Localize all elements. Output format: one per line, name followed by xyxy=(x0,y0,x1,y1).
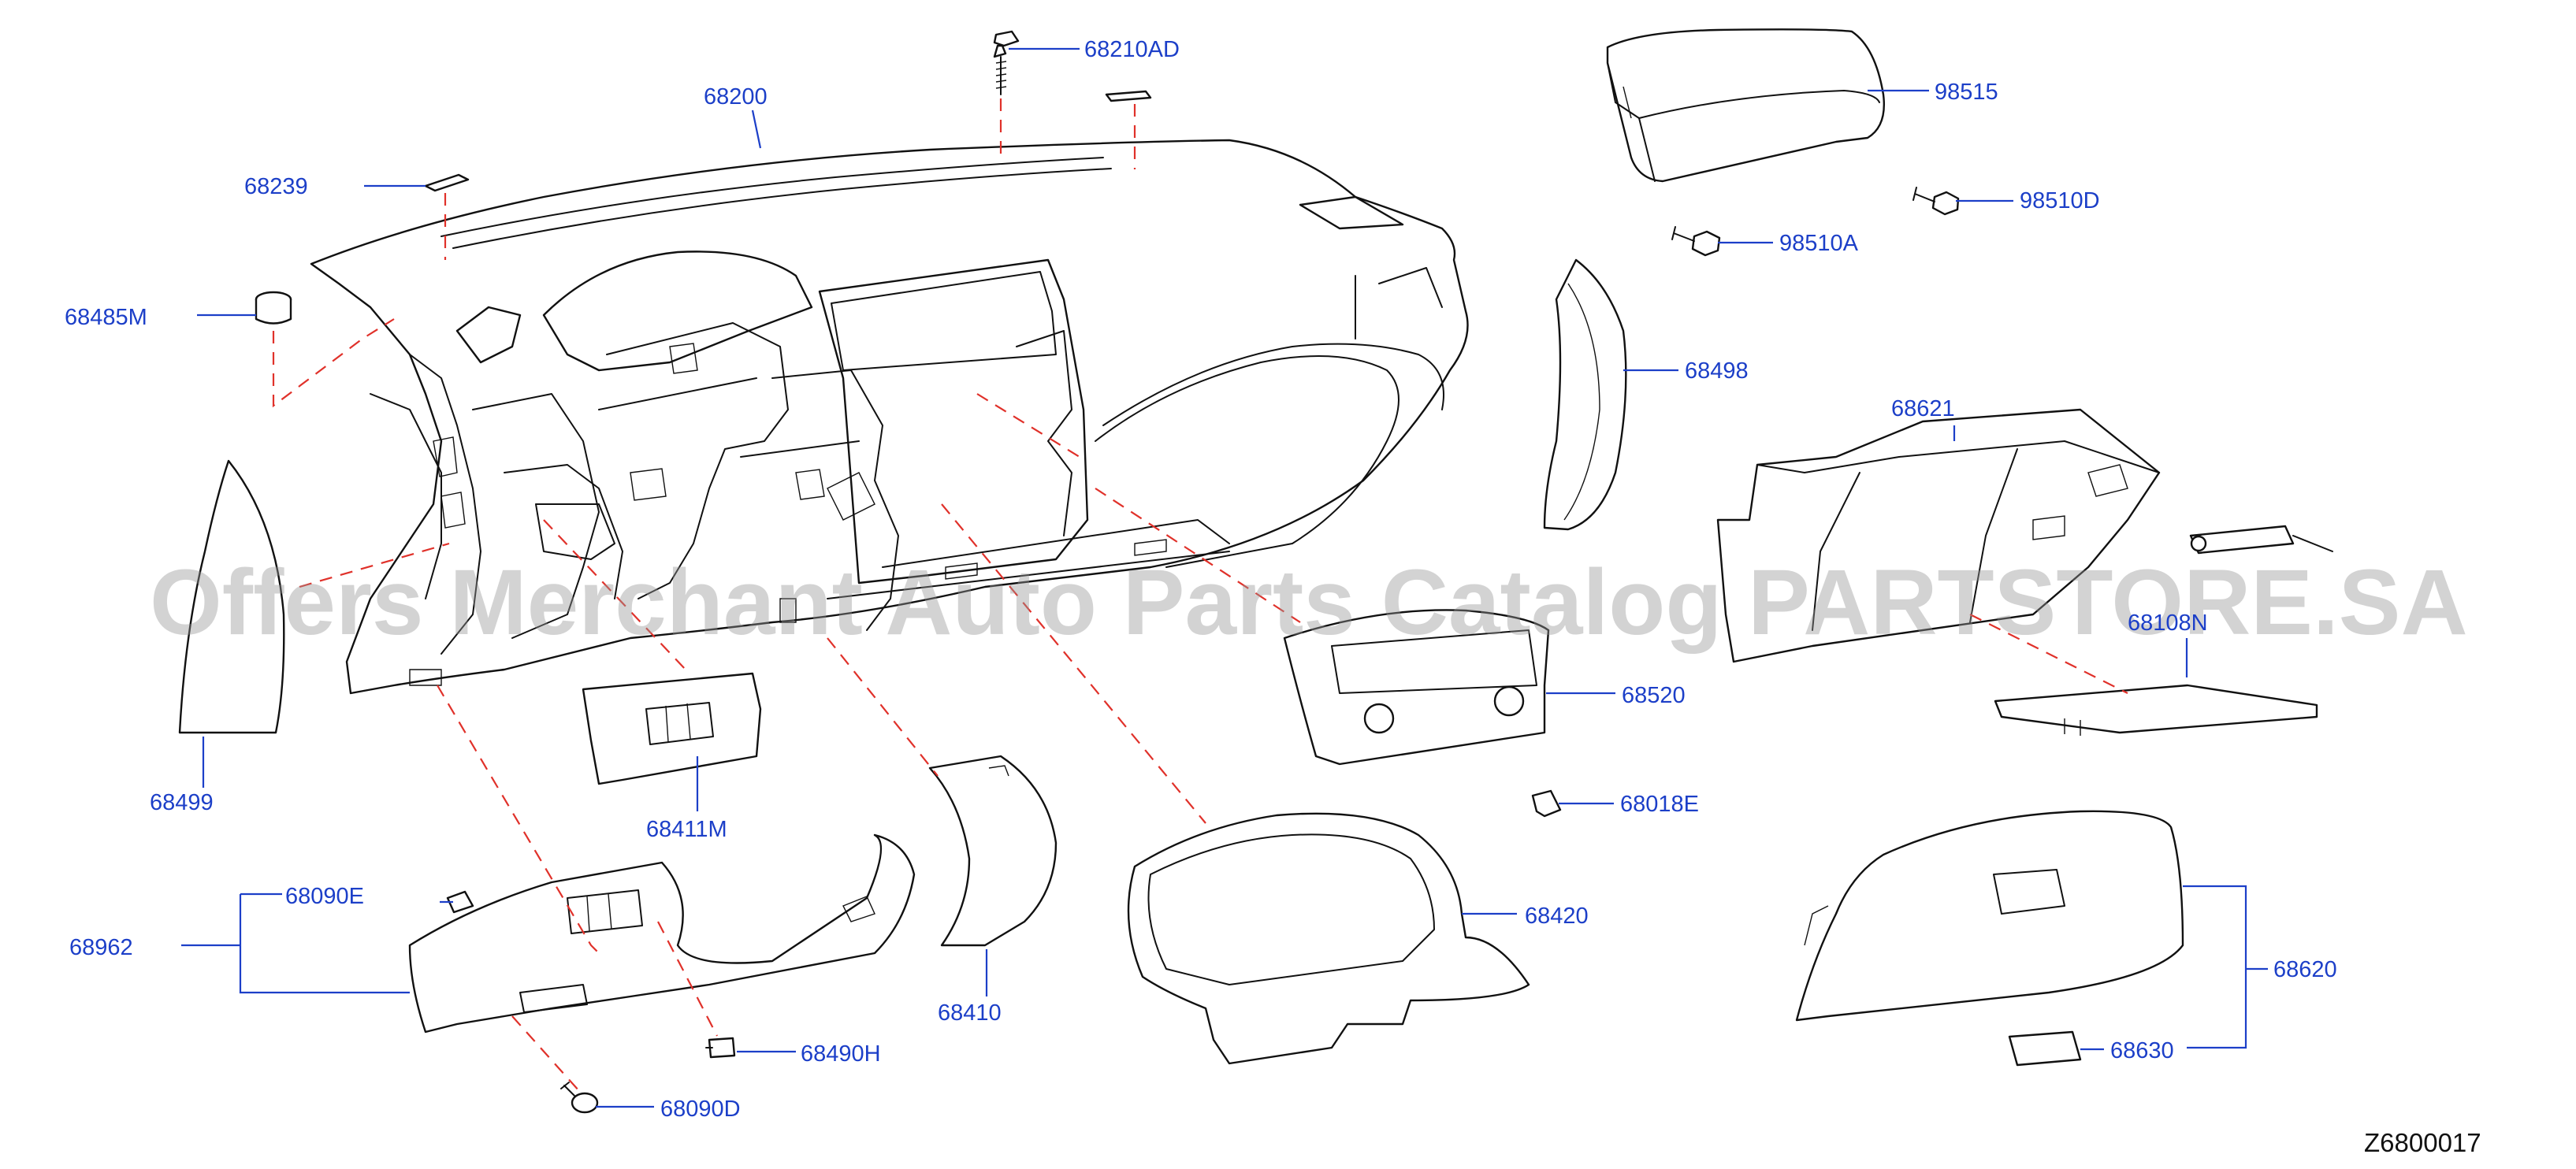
lower-cover-drawing xyxy=(408,833,916,1034)
finisher-68410-drawing xyxy=(928,755,1058,947)
part-label-68520: 68520 xyxy=(1622,683,1686,708)
screw-68090D-drawing xyxy=(560,1082,599,1114)
diagram-code: Z6800017 xyxy=(2364,1128,2481,1157)
leader-lines xyxy=(181,47,2268,1108)
airbag-module-drawing xyxy=(1606,28,1885,183)
part-label-68239: 68239 xyxy=(244,174,308,199)
part-label-68018E: 68018E xyxy=(1620,792,1699,817)
part-label-68490H: 68490H xyxy=(801,1041,881,1067)
clip-68490H-drawing xyxy=(705,1037,736,1059)
handle-68630-drawing xyxy=(2008,1030,2082,1067)
instrument-panel-drawing xyxy=(310,139,1469,695)
screw-68210AD-drawing xyxy=(993,30,1020,95)
side-cover-drawing xyxy=(178,459,285,734)
audio-bezel-drawing xyxy=(1283,609,1550,766)
part-label-68621: 68621 xyxy=(1891,396,1955,421)
part-label-68090D: 68090D xyxy=(660,1097,741,1122)
damper-drawing xyxy=(2189,525,2333,555)
part-label-68200: 68200 xyxy=(704,84,768,109)
watermark-text: Offers Merchant Auto Parts Catalog PARTS… xyxy=(150,551,2468,655)
part-label-68962: 68962 xyxy=(69,935,133,960)
part-labels: 68210AD 68200 68239 68485M 68499 98515 9… xyxy=(65,37,2337,1122)
part-label-68420: 68420 xyxy=(1525,904,1589,929)
glove-box-lid-drawing xyxy=(1795,810,2184,1022)
part-label-98510D: 98510D xyxy=(2020,188,2100,213)
part-label-68499: 68499 xyxy=(150,790,214,815)
part-label-68108N: 68108N xyxy=(2128,610,2208,636)
part-label-68620: 68620 xyxy=(2273,957,2337,982)
clip-defroster-drawing xyxy=(1105,90,1152,102)
part-label-68498: 68498 xyxy=(1685,358,1749,384)
part-label-68090E: 68090E xyxy=(285,884,364,909)
assembly-lines xyxy=(272,98,2128,1092)
glove-box-housing-drawing xyxy=(1716,408,2161,663)
glove-box-tray-drawing xyxy=(1994,684,2318,736)
part-label-98510A: 98510A xyxy=(1779,231,1859,256)
bolt-98510A-drawing xyxy=(1671,226,1721,257)
switch-panel-68411M-drawing xyxy=(582,672,762,785)
bolt-98510D-drawing xyxy=(1912,187,1960,216)
clip-68485M-drawing xyxy=(255,291,292,325)
cluster-lid-drawing xyxy=(1127,812,1530,1065)
clip-68090E-drawing xyxy=(446,890,474,914)
part-label-68410: 68410 xyxy=(938,1000,1002,1026)
part-label-68210AD: 68210AD xyxy=(1084,37,1180,62)
clip-68018E-drawing xyxy=(1531,789,1562,818)
part-label-98515: 98515 xyxy=(1935,80,1998,105)
part-label-68630: 68630 xyxy=(2110,1038,2174,1063)
side-cover-68498-drawing xyxy=(1543,258,1627,531)
part-label-68485M: 68485M xyxy=(65,305,147,330)
part-label-68411M: 68411M xyxy=(646,817,727,842)
clip-68239-drawing xyxy=(424,173,470,192)
